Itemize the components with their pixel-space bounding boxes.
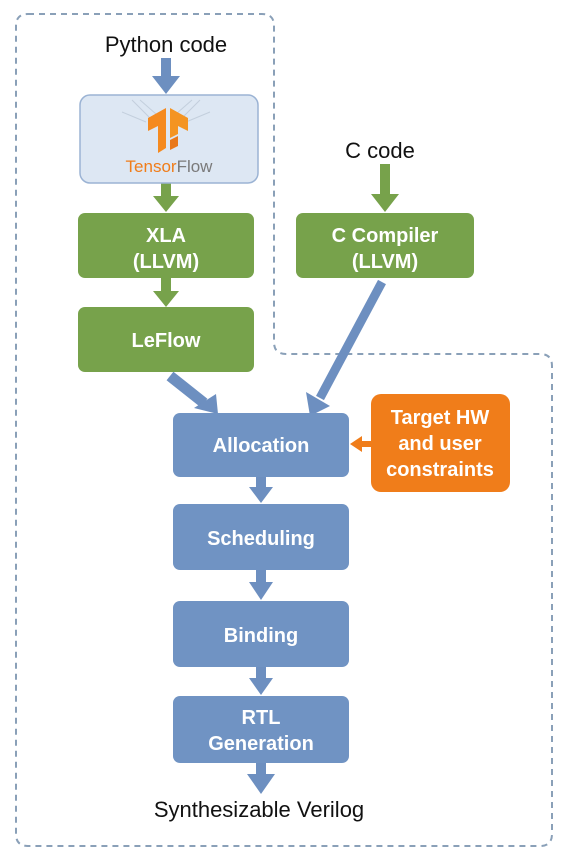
target-hw-label-line2: and user (398, 433, 482, 455)
rtl-generation-label-line1: RTL (242, 707, 281, 729)
arrow-allocation-to-scheduling (249, 477, 273, 503)
arrow-xla-to-leflow (153, 278, 179, 307)
c-compiler-box: C Compiler (LLVM) (296, 213, 474, 278)
target-hw-label-line1: Target HW (391, 407, 490, 429)
dashed-boundary (15, 13, 553, 847)
xla-box: XLA (LLVM) (78, 213, 254, 278)
target-hw-label-line3: constraints (386, 459, 494, 481)
arrow-python-to-tensorflow (152, 58, 180, 94)
scheduling-box: Scheduling (173, 504, 349, 570)
leflow-label: LeFlow (132, 330, 201, 352)
c-compiler-label-line1: C Compiler (332, 225, 439, 247)
c-compiler-label-line2: (LLVM) (352, 251, 418, 273)
arrow-scheduling-to-binding (249, 570, 273, 600)
leflow-box: LeFlow (78, 307, 254, 372)
tensorflow-box: TensorFlow (79, 94, 259, 184)
allocation-box: Allocation (173, 413, 349, 477)
allocation-label: Allocation (213, 435, 310, 457)
c-code-label: C code (345, 138, 415, 163)
arrow-leflow-to-allocation (166, 371, 218, 414)
arrow-binding-to-rtl (249, 667, 273, 695)
rtl-generation-box: RTL Generation (173, 696, 349, 763)
python-code-label: Python code (105, 32, 227, 57)
arrow-rtl-to-verilog (247, 763, 275, 794)
xla-label-line1: XLA (146, 225, 186, 247)
tensorflow-logo-text: TensorFlow (126, 157, 214, 176)
binding-label: Binding (224, 625, 298, 647)
binding-box: Binding (173, 601, 349, 667)
tensorflow-logo-icon (121, 99, 211, 153)
synthesizable-verilog-label: Synthesizable Verilog (154, 797, 364, 822)
arrow-tensorflow-to-xla (153, 183, 179, 212)
arrow-compiler-to-allocation (306, 279, 386, 416)
arrows (152, 58, 399, 794)
arrow-target-to-allocation (350, 436, 374, 452)
arrow-ccode-to-compiler (371, 164, 399, 212)
target-hw-box: Target HW and user constraints (371, 394, 510, 492)
xla-label-line2: (LLVM) (133, 251, 199, 273)
scheduling-label: Scheduling (207, 528, 315, 550)
rtl-generation-label-line2: Generation (208, 733, 314, 755)
